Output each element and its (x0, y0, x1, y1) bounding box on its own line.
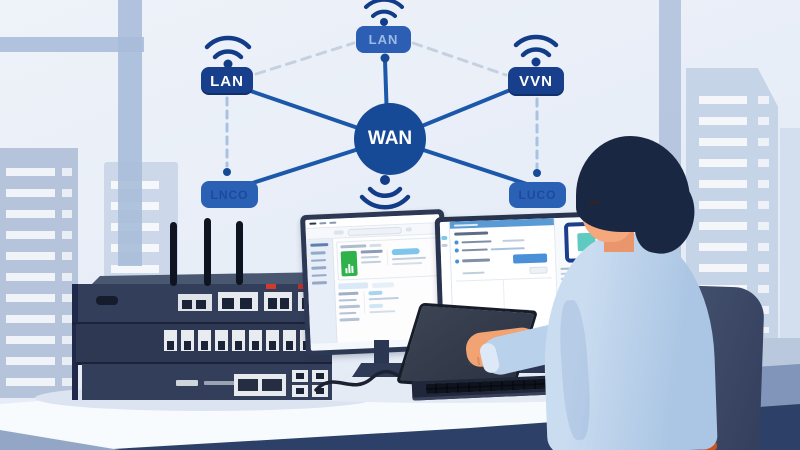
text-dash (361, 260, 382, 264)
tab-dash (309, 222, 317, 225)
mini-bar-chart-icon (348, 264, 351, 274)
chassis-gap (72, 322, 332, 325)
primary-button-blue (512, 253, 548, 264)
window-frame-vertical-left (118, 0, 142, 266)
bullet-icon (454, 240, 459, 245)
dashboard-card (336, 237, 439, 281)
sidebar-item (311, 266, 327, 270)
building-windows (6, 168, 55, 388)
list-item (338, 291, 359, 296)
diagram-link-endpoints (223, 53, 541, 177)
node-label: VVN (519, 73, 553, 90)
diagram-node-lan-top: LAN (356, 26, 411, 53)
form-label-dash (461, 240, 492, 244)
card-text-block (360, 249, 384, 264)
sidebar-item (310, 243, 329, 247)
address-bar (347, 226, 402, 236)
text-dash (392, 261, 423, 266)
wifi-icon (364, 0, 404, 26)
secondary-button (529, 266, 548, 275)
node-label: LAN (368, 32, 399, 47)
building-windows (62, 168, 72, 388)
card-title-dash (340, 244, 367, 249)
list-item (339, 311, 357, 315)
wan-hub-label: WAN (354, 103, 426, 175)
status-tile-green (340, 250, 358, 277)
sidebar-item (310, 258, 327, 262)
wan-hub-circle (354, 103, 426, 175)
sfp-port-group (234, 370, 328, 397)
pill-badge-blue (368, 290, 383, 296)
sidebar-item (310, 251, 326, 255)
card-subtitle-dash (369, 243, 382, 247)
hair-front-wisp (577, 178, 601, 212)
strip-dash (441, 243, 448, 248)
pill-badge-blue (368, 303, 384, 309)
chassis-gap (76, 362, 332, 365)
form-heading-dash (454, 231, 489, 236)
text-dash (360, 249, 383, 254)
mini-bar-chart-icon (345, 268, 348, 274)
mini-bar-chart-icon (351, 265, 354, 274)
tab-dash (329, 221, 337, 224)
form-value-dash (502, 239, 525, 242)
text-dash (368, 296, 399, 301)
list-item (338, 304, 361, 309)
desk-corner-left (0, 430, 120, 450)
form-label-dash (461, 248, 488, 252)
building-silhouette-left-far (0, 148, 78, 398)
diagram-node-vvn-right: VVN (508, 67, 564, 96)
form-value-dash (462, 271, 485, 274)
wifi-icon-inverted (359, 175, 411, 210)
diagram-node-luco: LUCO (509, 182, 566, 208)
wan-label: WAN (367, 128, 413, 149)
bullet-icon (454, 248, 459, 253)
diagram-links-dashed-mesh (254, 41, 508, 77)
tab-dash (319, 222, 327, 225)
text-dash (369, 310, 396, 314)
list-item (339, 317, 360, 322)
chassis-left-edge (72, 284, 78, 400)
nav-buttons (333, 230, 344, 235)
sidebar-item (311, 273, 327, 277)
node-label: LUCO (518, 188, 557, 202)
diagram-links-dashed-vertical (225, 96, 539, 170)
window-frame-horizontal (0, 37, 144, 52)
titlebar-dash (453, 223, 478, 227)
section-header-bar (338, 282, 369, 290)
node-label: LAN (210, 72, 244, 90)
card-right-column (386, 247, 435, 266)
router-chassis (72, 272, 336, 400)
bullet-icon (455, 258, 460, 264)
list-column-left (338, 291, 361, 322)
device-label (176, 380, 198, 386)
antenna (204, 218, 211, 286)
pill-button-blue (391, 248, 420, 256)
antenna (236, 221, 243, 285)
wifi-icon (204, 35, 252, 69)
building-silhouette-right-edge (780, 128, 800, 344)
text-dash (391, 256, 427, 261)
text-dash (360, 255, 379, 259)
form-label-dash (462, 258, 491, 263)
diagram-node-lnco: LNCO (201, 181, 258, 208)
building-windows (757, 95, 769, 333)
menu-icon (405, 227, 412, 232)
router-port-modules (178, 292, 324, 311)
antenna (170, 222, 177, 286)
section-header-bar (372, 281, 395, 288)
wifi-icon (513, 34, 559, 67)
led-red (266, 284, 276, 289)
sidebar-item (311, 281, 328, 285)
form-link-dash (490, 247, 525, 251)
router-stack (58, 218, 340, 402)
router-slot (96, 296, 118, 305)
strip-badge (441, 235, 448, 241)
diagram-node-lan-left: LAN (201, 67, 253, 95)
node-label: LNCO (210, 187, 249, 202)
monitor-left-stand-neck (374, 340, 389, 366)
list-item (338, 298, 357, 302)
